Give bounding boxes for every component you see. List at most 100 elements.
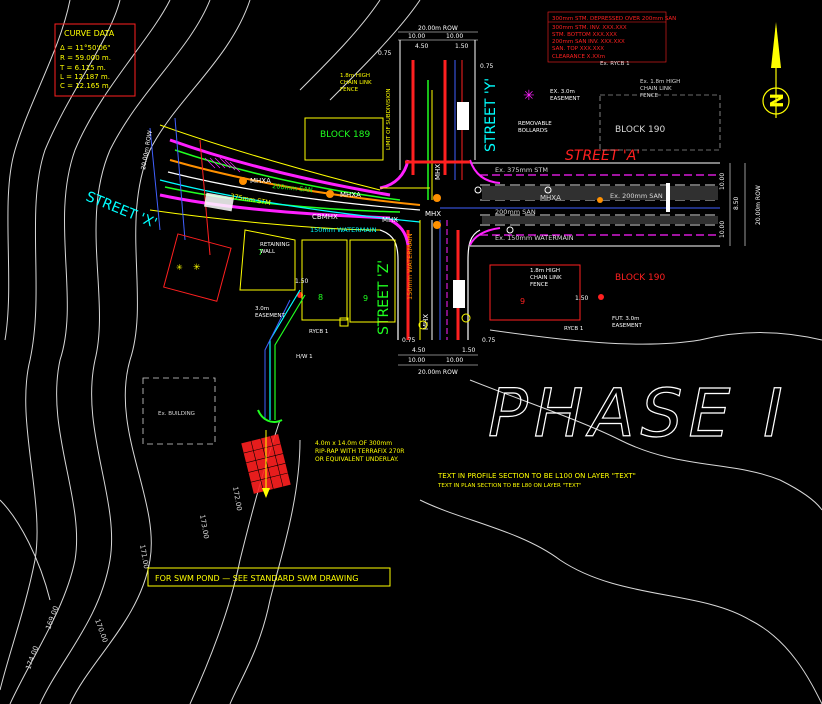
curve-data-row: L = 12.187 m. [60, 73, 110, 81]
street-y-block [457, 102, 469, 130]
dim-label: 4.50 [412, 347, 426, 354]
note-line: Ex. 1.8m HIGH [640, 79, 680, 85]
note-line: EASEMENT [612, 323, 643, 329]
dim-label: 4.50 [415, 43, 429, 50]
swm-pond-note-text: FOR SWM POND — SEE STANDARD SWM DRAWING [155, 574, 358, 583]
contour-label: 173.00 [198, 514, 210, 540]
street-a-label: STREET 'A' [565, 148, 640, 164]
note-line: RYCB 1 [564, 326, 583, 332]
contour-label: 169.00 [44, 605, 60, 631]
street-a-fill [482, 216, 718, 224]
pipe-label: Ex. 375mm STM [495, 166, 548, 174]
street-z-block [453, 280, 465, 308]
lot-7: 7 [239, 229, 296, 291]
block-189: BLOCK 189 [304, 117, 384, 161]
dim-label: 20.00m ROW [755, 185, 762, 225]
note-line: REMOVABLE [518, 121, 552, 127]
contour-label: 171.00 [138, 544, 150, 570]
note-line: CHAIN LINK [530, 275, 562, 281]
note-line: Ex. RYCB 1 [600, 61, 630, 67]
note-line: FUT. 3.0m [612, 316, 640, 322]
svg-text:✳: ✳ [176, 263, 183, 272]
dim-label: 8.50 [733, 196, 740, 210]
note-line: 1.8m HIGH [530, 268, 560, 274]
dim-label: 0.75 [480, 63, 494, 70]
annotation-notes: 1.8m HIGH CHAIN LINK FENCE LIMIT OF SUBD… [255, 61, 680, 360]
lot-number: 9 [520, 297, 525, 306]
pipe-label: 200mm SAN [272, 182, 313, 194]
note-line: 1.8m HIGH [340, 73, 370, 79]
layer-text-notes: TEXT IN PROFILE SECTION TO BE L100 ON LA… [437, 472, 636, 489]
lot-8: 8 [301, 239, 348, 321]
note-line: H/W 1 [296, 354, 313, 360]
stm-table-row: 300mm STM. INV. XXX.XXX [552, 25, 627, 31]
note-line: RYCB 1 [309, 329, 328, 335]
manhole-label: MHX [425, 210, 441, 218]
curve-data-box: CURVE DATA Δ = 11°50'06" R = 59.000 m. T… [54, 23, 136, 97]
lot-left-red: ✳ [163, 233, 232, 302]
street-x-box [203, 192, 235, 212]
existing-building-label: Ex. BUILDING [158, 411, 195, 417]
dim-label: 10.00 [719, 173, 726, 190]
north-label: N [767, 93, 788, 108]
dimension-lines [398, 31, 746, 366]
lot-number: 9 [363, 294, 368, 303]
structure-markers [239, 177, 604, 300]
note-line: 4.0m x 14.0m OF 300mm [315, 440, 392, 447]
dim-label: 1.50 [462, 347, 476, 354]
note-line: OR EQUIVALENT UNDERLAY. [315, 456, 399, 463]
svg-text:✳: ✳ [193, 263, 201, 273]
note-line: RIP-RAP WITH TERRAFIX 270R [315, 448, 404, 455]
note-line: RETAINING [260, 242, 290, 248]
block-190-top: BLOCK 190 [599, 94, 721, 151]
dim-label: 10.00 [446, 357, 463, 364]
street-a-fill [482, 186, 718, 200]
lot-number: 7 [258, 248, 263, 257]
note-line: FENCE [340, 87, 359, 93]
curve-data-row: C = 12.165 m. [60, 82, 111, 90]
north-arrow-icon: N [762, 22, 790, 118]
note-line: EASEMENT [255, 313, 286, 319]
curve-data-title: CURVE DATA [64, 29, 115, 38]
street-y-label: STREET 'Y' [483, 78, 499, 152]
pipe-label: Ex. 150mm WATERMAIN [495, 234, 574, 242]
street-z-road [379, 220, 481, 340]
block-190-bottom: BLOCK 190 [489, 264, 665, 321]
note-line: 3.0m [255, 306, 269, 312]
manhole-label: CBMHX [312, 213, 338, 221]
dim-label: 1.50 [295, 278, 309, 285]
street-y-road [399, 40, 476, 200]
dim-label: 0.75 [402, 337, 416, 344]
dim-label: 10.00 [446, 33, 463, 40]
note-line: TEXT IN PROFILE SECTION TO BE L100 ON LA… [437, 472, 636, 480]
note-line: FENCE [640, 93, 659, 99]
dim-label: 20.00m ROW [418, 25, 458, 32]
dim-label: 0.75 [378, 50, 392, 57]
stm-table-row: STM. BOTTOM XXX.XXX [552, 32, 617, 38]
note-line: LIMIT OF SUBDIVISION [386, 89, 392, 151]
curve-data-row: T = 6.115 m. [59, 64, 106, 72]
stm-table-row: 300mm STM. DEPRESSED OVER 200mm SAN [552, 16, 676, 22]
existing-building: Ex. BUILDING [142, 377, 216, 445]
pipe-label: 150mm WATERMAIN [310, 226, 377, 234]
misc-markers: ✳ ✳ [176, 88, 535, 330]
outfall-pipe [257, 289, 306, 423]
stm-clearance-table: 300mm STM. DEPRESSED OVER 200mm SAN 300m… [547, 11, 676, 63]
pipe-label: 200mm SAN [495, 208, 536, 216]
street-x-road [149, 117, 421, 256]
manhole-label: MHXA [540, 194, 561, 202]
dim-label: 1.50 [455, 43, 469, 50]
street-z-label: STREET 'Z' [376, 260, 392, 335]
pipe-label: Ex. 200mm SAN [610, 192, 663, 200]
dim-label: 0.75 [482, 337, 496, 344]
curve-data-row: R = 59.000 m. [60, 54, 111, 62]
stm-table-row: SAN. TOP XXX.XXX [552, 46, 604, 52]
intersection-curves [379, 159, 501, 246]
swm-pond-note: FOR SWM POND — SEE STANDARD SWM DRAWING [147, 567, 391, 587]
phase-label: PHASE I [488, 375, 789, 452]
dim-label: 20.00m ROW [418, 369, 458, 376]
lot-number: 8 [318, 293, 323, 302]
manhole-label: MHX [434, 164, 442, 180]
note-line: EASEMENT [550, 96, 581, 102]
